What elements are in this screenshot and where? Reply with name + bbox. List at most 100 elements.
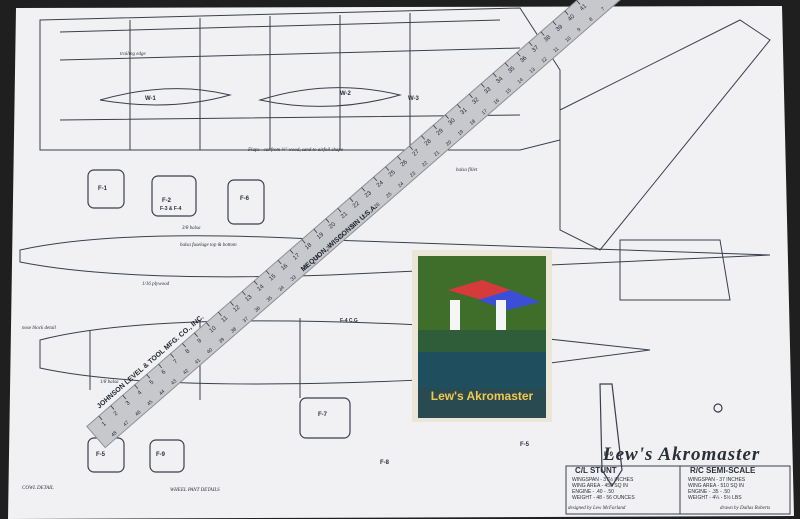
ruler-tick: [170, 353, 175, 358]
ruler-number-bottom: 13: [529, 67, 537, 75]
ruler-number-bottom: 47: [122, 420, 130, 428]
ruler-number-top: 38: [543, 34, 552, 43]
ruler-number-bottom: 28: [349, 222, 357, 230]
ruler-tick: [456, 104, 461, 109]
ruler-number-bottom: 15: [505, 87, 513, 95]
ruler-number-top: 20: [328, 221, 337, 230]
plan-note: balsa fillet: [456, 168, 478, 173]
ruler-number-bottom: 40: [206, 347, 214, 355]
ruler-tick: [313, 228, 318, 234]
ruler-number-top: 28: [424, 138, 433, 147]
ruler-number-bottom: 39: [218, 337, 226, 345]
ruler-number-bottom: 20: [445, 139, 453, 147]
part-label: W-1: [145, 96, 156, 102]
ruler-ticks: 1482473464455446437428419401039113812371…: [98, 0, 618, 438]
ruler-number-bottom: 33: [290, 274, 298, 282]
ruler-tick: [98, 415, 103, 421]
ruler-number-bottom: 26: [373, 202, 381, 210]
steel-ruler: 1482473464455446437428419401039113812371…: [86, 0, 680, 449]
ruler-tick: [385, 166, 390, 171]
ruler-tick: [277, 259, 282, 265]
ruler-tick: [516, 52, 521, 57]
ruler-tick: [528, 41, 533, 47]
ruler-number-bottom: 27: [361, 212, 369, 220]
ruler-tick: [158, 363, 163, 369]
ruler-tick: [289, 249, 294, 254]
ruler-tick: [337, 208, 342, 213]
ruler-number-top: 16: [280, 263, 289, 272]
plan-note: balsa fuselage top & bottom: [180, 243, 237, 248]
ruler-number-top: 11: [221, 315, 230, 324]
ruler-number-top: 32: [472, 96, 481, 105]
ruler-number-top: 30: [448, 117, 457, 126]
ruler-tick: [122, 395, 127, 400]
ruler-tick: [206, 322, 210, 327]
ruler-tick: [409, 145, 414, 151]
part-label: F-9: [156, 452, 165, 458]
ruler-number-top: 34: [495, 76, 504, 85]
ruler-tick: [504, 62, 509, 67]
ruler-number-bottom: 24: [397, 181, 405, 189]
ruler-tick: [217, 311, 222, 317]
ruler-number-top: 7: [173, 358, 180, 365]
ruler-number-bottom: 44: [158, 389, 166, 397]
part-label: W-3: [408, 96, 419, 102]
ruler-number-bottom: 34: [278, 285, 286, 293]
ruler-number-top: 24: [376, 180, 385, 189]
ruler-tick: [146, 374, 151, 379]
ruler-tick: [373, 176, 378, 182]
cowl-detail-label: COWL DETAIL: [22, 486, 54, 491]
ruler-number-bottom: 43: [170, 378, 178, 386]
plan-note: Flaps - cut from ¼" wood, sand to airfoi…: [248, 148, 344, 153]
ruler-number-bottom: 12: [540, 56, 548, 64]
rc-spec-line: WEIGHT - 4¼ - 5½ LBS: [688, 495, 742, 501]
part-label: F-8: [380, 460, 389, 466]
part-label: F-1: [98, 186, 107, 192]
ruler-tick: [564, 10, 569, 15]
ruler-number-top: 29: [436, 128, 445, 137]
ruler-number-top: 8: [185, 348, 192, 355]
ruler-number-bottom: 46: [134, 409, 142, 417]
ruler-tick: [110, 405, 115, 410]
ruler-number-bottom: 6: [612, 0, 618, 2]
ruler-tick: [480, 83, 485, 88]
ruler-tick: [397, 156, 402, 161]
ruler-number-top: 21: [340, 211, 349, 220]
ruler-tick: [433, 124, 437, 130]
ruler-number-top: 19: [316, 232, 325, 241]
ruler-number-bottom: 36: [254, 305, 262, 313]
rc-spec-line: WING AREA - 510 SQ IN: [688, 483, 744, 489]
ruler-number-bottom: 45: [146, 399, 154, 407]
cl-stunt-label: C/L STUNT: [575, 466, 617, 475]
ruler-number-bottom: 21: [433, 150, 441, 158]
ruler-number-top: 22: [352, 200, 361, 209]
plan-note: trailing edge: [120, 52, 146, 57]
rc-semi-scale-label: R/C SEMI-SCALE: [690, 466, 756, 475]
ruler-number-top: 17: [292, 252, 301, 261]
ruler-tick: [540, 31, 545, 36]
ruler-number-bottom: 29: [337, 233, 345, 241]
ruler-number-top: 26: [400, 159, 409, 168]
part-label: F-3 & F-4: [160, 206, 182, 212]
ruler-tick: [468, 93, 473, 99]
plan-note: nose block detail: [22, 326, 56, 331]
ruler-number-bottom: 17: [481, 108, 489, 116]
ruler-number-bottom: 19: [457, 129, 465, 137]
ruler-number-bottom: 11: [552, 46, 560, 54]
plan-note: 3/8 balsa: [182, 226, 201, 231]
ruler-number-bottom: 31: [313, 253, 321, 261]
designer-credit: designed by Lew McFarland: [568, 506, 626, 511]
part-label: F-5: [520, 442, 529, 448]
ruler-number-bottom: 10: [564, 35, 572, 43]
ruler-tick: [241, 291, 246, 296]
ruler-tick: [349, 197, 354, 202]
part-label: F-2: [162, 198, 171, 204]
ruler-number-bottom: 38: [230, 326, 238, 334]
part-label: F-4 C.G: [340, 318, 358, 324]
ruler-number-top: 4: [137, 390, 144, 397]
plan-title: Lew's Akromaster: [603, 444, 761, 465]
spec-table: [565, 465, 791, 515]
ruler-number-bottom: 9: [576, 27, 582, 33]
part-label: F-7: [318, 412, 327, 418]
ruler-number-top: 13: [244, 294, 253, 303]
